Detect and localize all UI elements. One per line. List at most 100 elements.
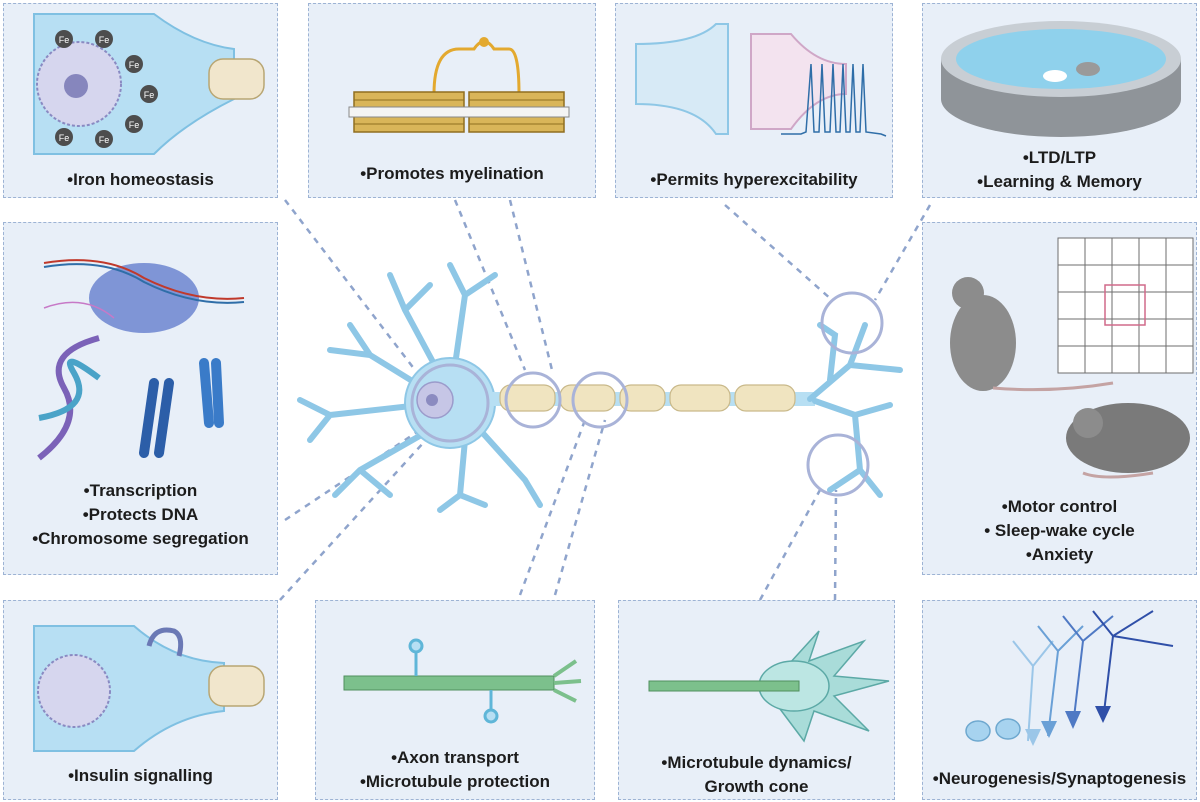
caption-line: •Permits hyperexcitability xyxy=(650,170,858,189)
svg-text:Fe: Fe xyxy=(144,90,155,100)
panel-growth-cone: •Microtubule dynamics/ Growth cone xyxy=(618,600,895,800)
caption-line: •Anxiety xyxy=(1025,545,1094,564)
connector-growth xyxy=(758,489,822,601)
caption-line: •Insulin signalling xyxy=(68,766,213,785)
panel-hyperexcitability: •Permits hyperexcitability xyxy=(615,3,893,198)
svg-text:Fe: Fe xyxy=(59,133,70,143)
panel-insulin: •Insulin signalling xyxy=(3,600,278,800)
highlight-synapse xyxy=(820,291,884,355)
water-maze-illustration xyxy=(941,21,1181,137)
caption-line: •Motor control xyxy=(1001,497,1118,516)
caption-line: Growth cone xyxy=(704,777,809,796)
mouse-icon xyxy=(1076,62,1100,76)
caption-line: •Protects DNA xyxy=(82,505,199,524)
dna-illustration xyxy=(37,259,245,461)
motor-protein-kinesin xyxy=(408,638,424,676)
panel-learning-memory: •LTD/LTP •Learning & Memory xyxy=(922,3,1197,198)
axon-terminal-branch xyxy=(817,322,839,383)
caption-line: •Transcription xyxy=(83,481,198,500)
svg-text:Fe: Fe xyxy=(129,60,140,70)
insulin-receptor xyxy=(146,627,184,657)
caption: •Axon transport •Microtubule protection xyxy=(316,746,594,794)
highlight-node-2 xyxy=(571,371,629,429)
axon-terminal-branch xyxy=(812,398,893,498)
myelin-segment xyxy=(734,384,796,412)
caption-line: •Microtubule protection xyxy=(359,772,551,791)
nucleolus xyxy=(64,74,88,98)
dendrite-5 xyxy=(332,427,433,498)
caption-line: •LTD/LTP xyxy=(1022,148,1097,167)
panel-iron-homeostasis: Fe Fe Fe Fe Fe Fe Fe •Iron homeostasis xyxy=(3,3,278,198)
double-helix xyxy=(37,335,101,461)
svg-text:Fe: Fe xyxy=(99,135,110,145)
iron-cell-illustration: Fe Fe Fe Fe Fe Fe Fe xyxy=(33,13,265,155)
cell-nucleus xyxy=(37,654,111,728)
caption: •Permits hyperexcitability xyxy=(616,168,892,192)
panel-dna: •Transcription •Protects DNA •Chromosome… xyxy=(3,222,278,575)
mouse-standing xyxy=(950,277,1114,392)
caption: •Iron homeostasis xyxy=(4,168,277,192)
mouse-sleeping xyxy=(1066,403,1190,479)
iron-ions: Fe Fe Fe Fe Fe Fe Fe xyxy=(55,30,158,148)
insulin-illustration xyxy=(33,625,265,752)
caption-line: •Axon transport xyxy=(391,748,519,767)
panel-neurogenesis: •Neurogenesis/Synaptogenesis xyxy=(922,600,1197,800)
highlight-growth-cone xyxy=(806,433,870,497)
caption: •Neurogenesis/Synaptogenesis xyxy=(923,767,1196,791)
panel-behavior: •Motor control • Sleep-wake cycle •Anxie… xyxy=(922,222,1197,575)
dendrite-3 xyxy=(447,262,498,368)
highlight-soma xyxy=(410,363,490,443)
axon-terminal-branch xyxy=(807,322,903,402)
dendrite-4 xyxy=(297,397,423,443)
caption-line: •Chromosome segregation xyxy=(32,529,249,548)
open-field-grid xyxy=(1057,237,1194,374)
caption: •Promotes myelination xyxy=(309,162,595,186)
highlight-node-1 xyxy=(504,371,562,429)
dendrite-6 xyxy=(437,437,488,513)
dendrite-2 xyxy=(387,272,443,378)
myelination-illustration xyxy=(348,37,570,133)
neurogenesis-illustration xyxy=(965,610,1174,746)
motor-protein-dynein xyxy=(483,690,499,724)
caption: •Insulin signalling xyxy=(4,764,277,788)
myelin-segment xyxy=(619,384,666,412)
caption: •Motor control • Sleep-wake cycle •Anxie… xyxy=(923,495,1196,567)
connector-dna xyxy=(284,428,421,522)
caption: •Transcription •Protects DNA •Chromosome… xyxy=(4,479,277,551)
panel-myelination: •Promotes myelination xyxy=(308,3,596,198)
central-neuron xyxy=(297,262,903,513)
caption: •Microtubule dynamics/ Growth cone xyxy=(619,751,894,799)
behavior-illustration xyxy=(950,237,1194,479)
growth-cone-illustration xyxy=(648,630,890,743)
fe-label: Fe xyxy=(59,35,70,45)
axon-shaft xyxy=(648,680,800,692)
microtubule xyxy=(343,675,555,691)
caption-line: •Neurogenesis/Synaptogenesis xyxy=(932,769,1187,788)
microtubule-illustration xyxy=(343,638,582,724)
excitability-illustration xyxy=(635,23,887,137)
electrode-pipette xyxy=(208,665,265,707)
svg-text:Fe: Fe xyxy=(99,35,110,45)
caption-line: •Iron homeostasis xyxy=(67,170,214,189)
panel-axon-transport: •Axon transport •Microtubule protection xyxy=(315,600,595,800)
chromosome-1 xyxy=(139,378,174,458)
polymerase xyxy=(89,263,199,333)
caption-line: •Learning & Memory xyxy=(977,172,1142,191)
caption-line: • Sleep-wake cycle xyxy=(984,521,1135,540)
connector-insulin xyxy=(279,429,436,601)
svg-text:Fe: Fe xyxy=(129,120,140,130)
electrode-pipette xyxy=(208,58,265,100)
myelin-segment xyxy=(499,384,556,412)
spike-train xyxy=(781,63,887,137)
connector-myelin-2 xyxy=(508,199,554,371)
myelin-segment xyxy=(559,384,616,412)
caption-line: •Promotes myelination xyxy=(360,164,544,183)
center-zone xyxy=(1104,284,1146,326)
dendrite-7 xyxy=(477,427,543,508)
chromosome-2 xyxy=(199,358,224,428)
caption: •LTD/LTP •Learning & Memory xyxy=(923,146,1196,194)
nucleolus xyxy=(426,394,438,406)
myelin-segment xyxy=(669,384,731,412)
